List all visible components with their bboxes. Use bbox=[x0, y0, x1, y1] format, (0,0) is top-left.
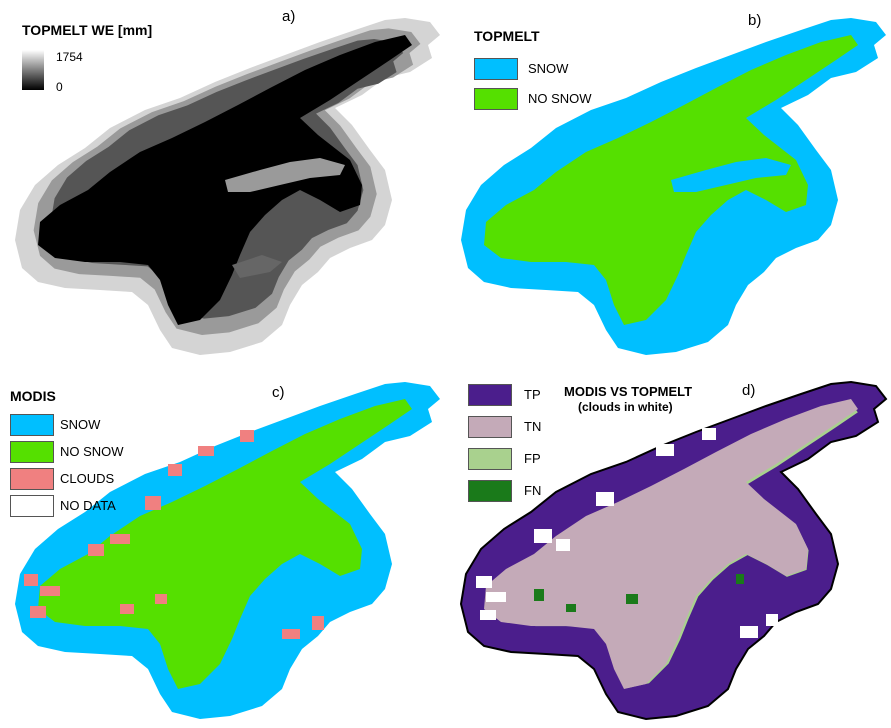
legend-swatch-no-snow bbox=[474, 88, 518, 110]
legend-swatch-no-snow bbox=[10, 441, 54, 463]
map-c-modis bbox=[15, 382, 440, 719]
legend-label-snow: SNOW bbox=[60, 417, 101, 432]
panel-c-modis: MODIS SNOW NO SNOW CLOUDS NO DATA c) bbox=[0, 364, 445, 728]
legend-label-clouds: CLOUDS bbox=[60, 471, 115, 486]
legend-label-no-data: NO DATA bbox=[60, 498, 116, 513]
panel-letter: c) bbox=[272, 384, 285, 401]
legend-title: MODIS VS TOPMELT bbox=[564, 384, 693, 399]
map-a-topmelt-we bbox=[15, 18, 440, 355]
panel-d-comparison: TP TN FP FN MODIS VS TOPMELT (clouds in … bbox=[446, 364, 891, 728]
legend-label-snow: SNOW bbox=[528, 61, 569, 76]
legend-label-no-snow: NO SNOW bbox=[60, 444, 124, 459]
panel-letter: a) bbox=[282, 8, 296, 25]
legend-title: MODIS bbox=[10, 388, 56, 404]
legend-label-no-snow: NO SNOW bbox=[528, 91, 592, 106]
color-ramp bbox=[22, 50, 44, 90]
ramp-max-label: 1754 bbox=[56, 50, 83, 64]
legend-swatch-tp bbox=[468, 384, 512, 406]
legend-label-fp: FP bbox=[524, 451, 541, 466]
ramp-min-label: 0 bbox=[56, 80, 63, 94]
panel-letter: b) bbox=[748, 12, 762, 29]
panel-b-topmelt: TOPMELT SNOW NO SNOW b) bbox=[446, 0, 891, 364]
map-d-comparison bbox=[460, 381, 887, 720]
legend-swatch-tn bbox=[468, 416, 512, 438]
map-b-topmelt bbox=[461, 18, 886, 355]
legend-swatch-clouds bbox=[10, 468, 54, 490]
panel-letter: d) bbox=[742, 382, 756, 399]
legend-label-tn: TN bbox=[524, 419, 542, 434]
legend-swatch-no-data bbox=[10, 495, 54, 517]
legend-subtitle: (clouds in white) bbox=[578, 400, 673, 414]
legend-swatch-fp bbox=[468, 448, 512, 470]
legend-title: TOPMELT WE [mm] bbox=[22, 22, 153, 38]
legend-label-fn: FN bbox=[524, 483, 542, 498]
legend-swatch-fn bbox=[468, 480, 512, 502]
panel-a-topmelt-we: TOPMELT WE [mm] 1754 0 a) bbox=[0, 0, 445, 364]
legend-label-tp: TP bbox=[524, 387, 541, 402]
legend-swatch-snow bbox=[474, 58, 518, 80]
legend-swatch-snow bbox=[10, 414, 54, 436]
legend-title: TOPMELT bbox=[474, 28, 540, 44]
